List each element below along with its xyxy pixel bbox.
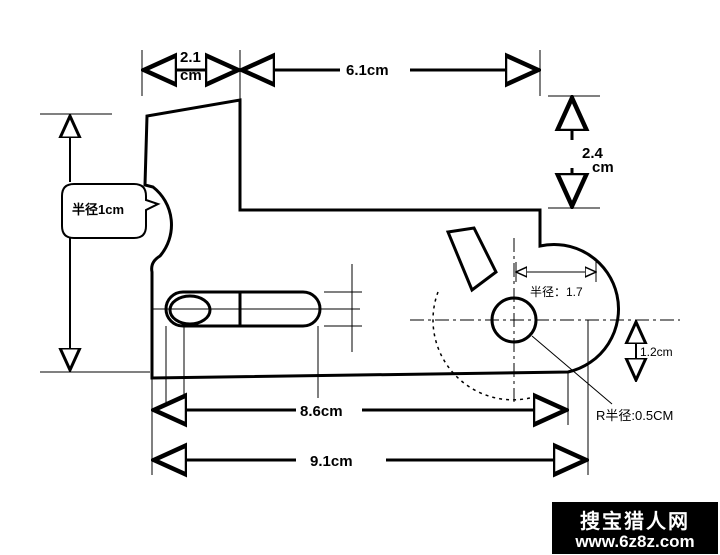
dim-6-1-label: 6.1cm — [346, 62, 389, 79]
radius-callout-bubble — [61, 183, 161, 239]
slot-oval-hole — [168, 294, 212, 326]
dim-2-1-unit: cm — [180, 67, 202, 84]
hole-radius-label: R半径:0.5CM — [596, 408, 673, 423]
dim-2-1-value: 2.1 — [180, 49, 201, 66]
dim-1-2-label: 1.2cm — [640, 345, 673, 359]
dashed-arc — [432, 291, 531, 401]
dim-9-1-label: 9.1cm — [310, 453, 353, 470]
part-outline — [143, 98, 620, 380]
dim-2-4-unit: cm — [592, 159, 614, 176]
watermark-title: 搜宝猎人网 — [580, 511, 690, 533]
left-radius-label: 半径1cm — [72, 202, 124, 217]
right-radius-label: 半径：1.7 — [530, 285, 583, 299]
watermark-url: www.6z8z.com — [575, 532, 695, 551]
dim-8-6-label: 8.6cm — [300, 403, 343, 420]
watermark: 搜宝猎人网 www.6z8z.com — [552, 502, 718, 554]
r05-leader — [531, 335, 613, 405]
angled-slot — [445, 226, 498, 293]
dim-2-4-value: 2.4 — [582, 145, 604, 162]
